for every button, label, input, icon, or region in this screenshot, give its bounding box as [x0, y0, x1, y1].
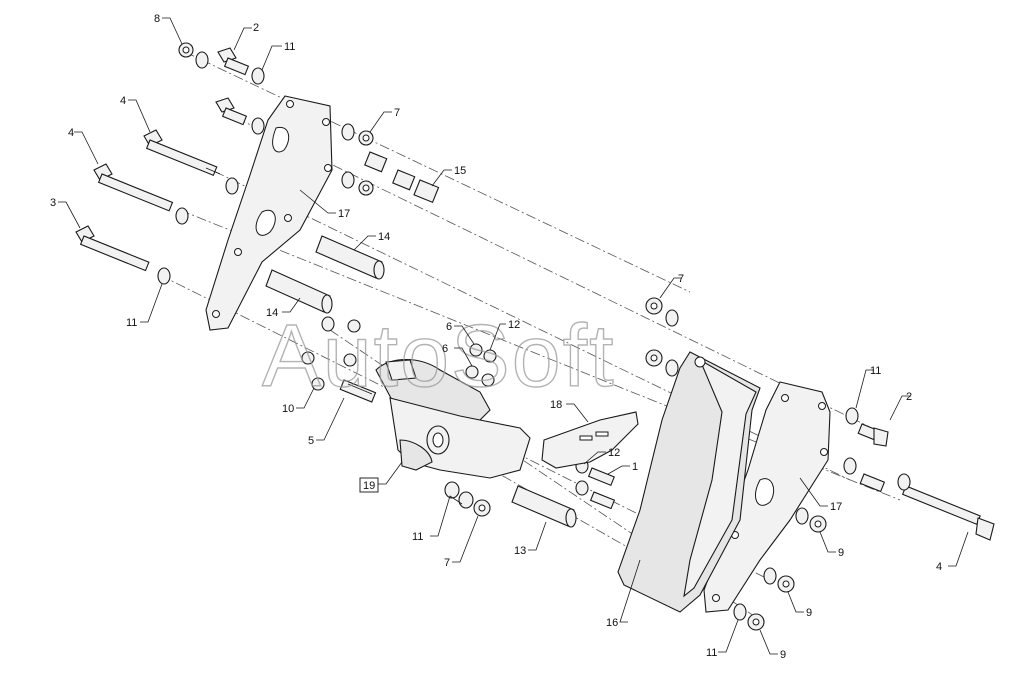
callout-labels: 8 2 11 4 4 3 11 7 15 17 14 14 6 6 12 10 …	[50, 13, 942, 661]
spacers	[364, 151, 440, 204]
callout-7: 7	[444, 557, 450, 569]
leader-lines	[58, 17, 969, 655]
callout-7: 7	[394, 107, 400, 119]
callout-11: 11	[284, 41, 295, 53]
bolt-2-upper	[217, 47, 250, 76]
callout-17: 17	[338, 208, 350, 220]
bolt-4-upper	[143, 129, 221, 177]
callout-19-box	[359, 477, 379, 493]
bolt-2-right	[857, 423, 889, 447]
callout-14: 14	[378, 231, 390, 243]
callout-2: 2	[906, 391, 912, 403]
bolt-right-mid	[859, 473, 886, 493]
callout-11: 11	[706, 647, 717, 659]
callout-15: 15	[454, 165, 466, 177]
callout-12: 12	[508, 319, 520, 331]
callout-18: 18	[550, 399, 562, 411]
bolt-2-lower	[215, 97, 248, 126]
bracket-plate-left	[205, 95, 333, 331]
bracket-18	[541, 411, 639, 469]
callout-8: 8	[154, 13, 160, 25]
bolts-1	[587, 467, 616, 510]
bolt-4-right	[901, 485, 995, 541]
watermark-text: AutoSoft	[262, 306, 616, 405]
callout-17: 17	[830, 501, 842, 513]
callout-19: 19	[363, 480, 375, 492]
callout-4: 4	[936, 561, 942, 573]
washers-and-nuts	[157, 42, 911, 631]
callout-9: 9	[780, 649, 786, 661]
callout-6: 6	[446, 321, 452, 333]
bolt-3	[75, 225, 150, 272]
actuator-assembly	[339, 359, 531, 479]
bracket-plate-right	[703, 381, 831, 613]
callout-10: 10	[282, 403, 294, 415]
callout-9: 9	[806, 607, 812, 619]
cover-plate	[617, 351, 761, 613]
tubes	[265, 235, 577, 528]
callout-5: 5	[308, 435, 314, 447]
callout-11: 11	[412, 531, 423, 543]
callout-9: 9	[838, 547, 844, 559]
callout-4: 4	[120, 95, 126, 107]
callout-4: 4	[68, 127, 74, 139]
callout-11: 11	[126, 317, 137, 329]
callout-14: 14	[266, 307, 278, 319]
callout-7: 7	[678, 273, 684, 285]
bolt-4-middle	[93, 163, 174, 212]
callout-6: 6	[442, 343, 448, 355]
callout-16: 16	[606, 617, 618, 629]
callout-3: 3	[50, 197, 56, 209]
callout-12: 12	[608, 447, 620, 459]
callout-13: 13	[514, 545, 526, 557]
callout-11: 11	[870, 365, 881, 377]
callout-2: 2	[253, 22, 259, 34]
callout-1: 1	[632, 461, 638, 473]
